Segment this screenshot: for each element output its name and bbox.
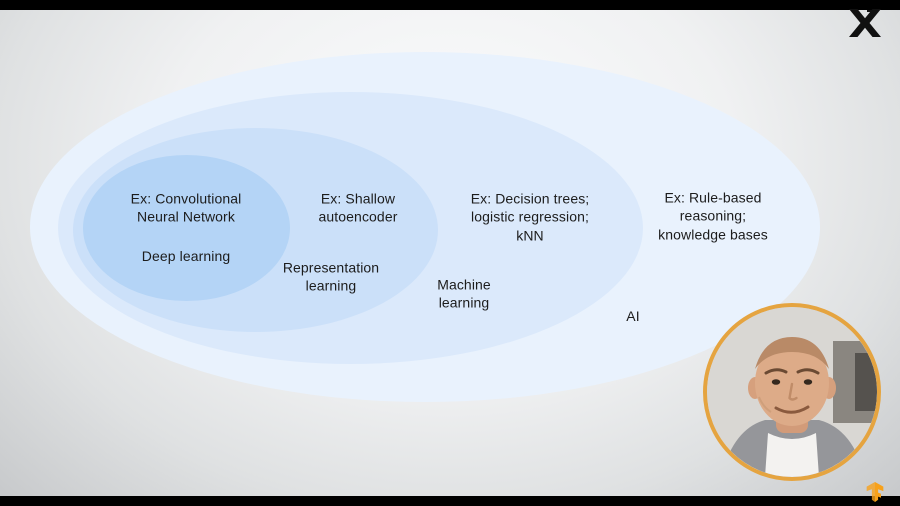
machine-learning-example: Ex: Decision trees; logistic regression;…: [470, 190, 590, 244]
ai-label: AI: [626, 307, 640, 324]
presenter-face: [707, 307, 877, 477]
deep-learning-example: Ex: Convolutional Neural Network: [130, 190, 242, 225]
tensorflow-icon: [866, 482, 884, 502]
deep-learning-label: Deep learning: [141, 247, 231, 264]
representation-learning-example: Ex: Shallow autoencoder: [318, 190, 398, 225]
letterbox-bottom: [0, 496, 900, 506]
ai-example: Ex: Rule-based reasoning; knowledge base…: [658, 189, 768, 243]
representation-learning-label: Representation learning: [282, 259, 380, 294]
machine-learning-label: Machine learning: [437, 276, 491, 311]
presenter-webcam: [703, 303, 881, 481]
ellipse-deep-learning: [83, 155, 290, 301]
x-logo-icon: [849, 9, 881, 37]
letterbox-top: [0, 0, 900, 10]
